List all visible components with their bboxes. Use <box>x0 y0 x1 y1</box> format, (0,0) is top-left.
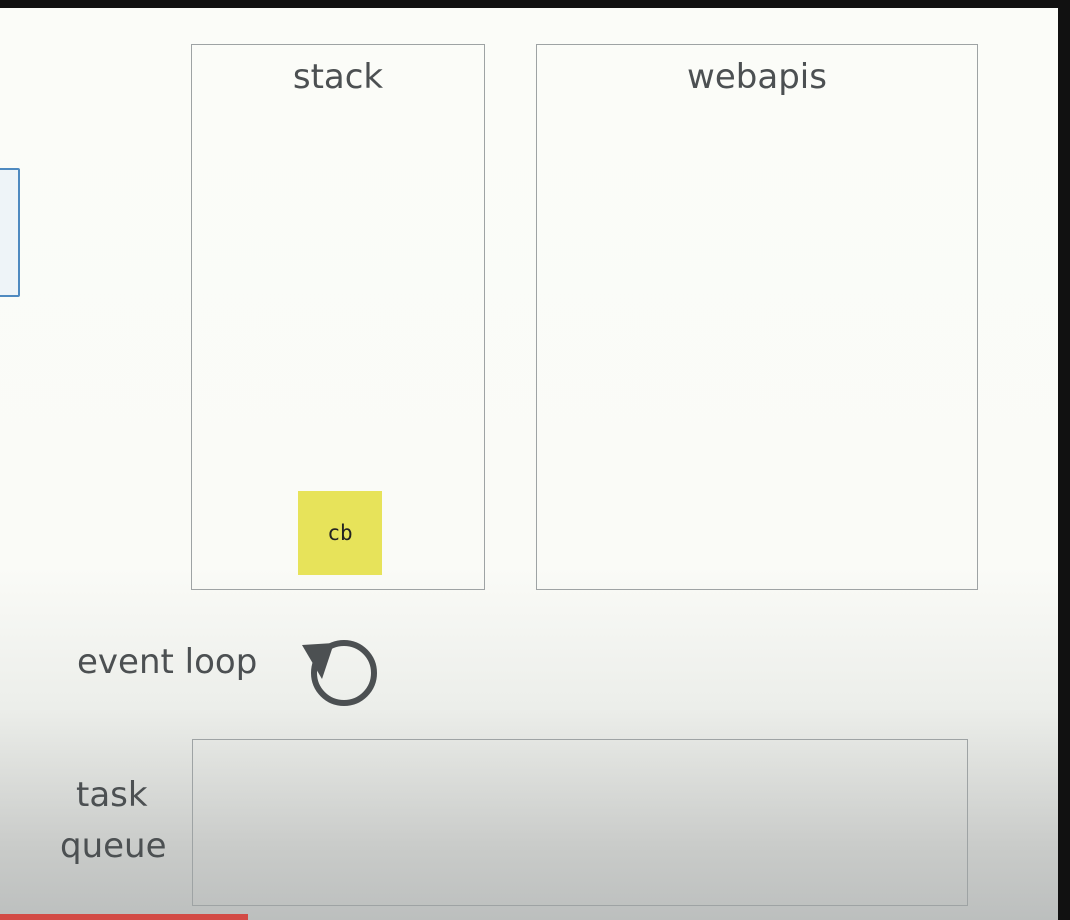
task-queue-panel <box>192 739 968 906</box>
stack-title: stack <box>292 57 384 97</box>
webapis-title: webapis <box>687 57 827 97</box>
loop-arrow-icon <box>302 640 377 706</box>
slide-canvas: stack cb webapis event loop task queue <box>0 8 1058 920</box>
stack-frame-cb: cb <box>298 491 382 575</box>
code-panel-edge <box>0 168 20 297</box>
task-queue-label-line2: queue <box>60 826 167 866</box>
task-queue-label-line1: task <box>76 775 148 815</box>
video-progress-bar[interactable] <box>0 914 248 920</box>
event-loop-label: event loop <box>77 642 258 682</box>
stack-panel: stack cb <box>191 44 485 590</box>
webapis-panel: webapis <box>536 44 978 590</box>
